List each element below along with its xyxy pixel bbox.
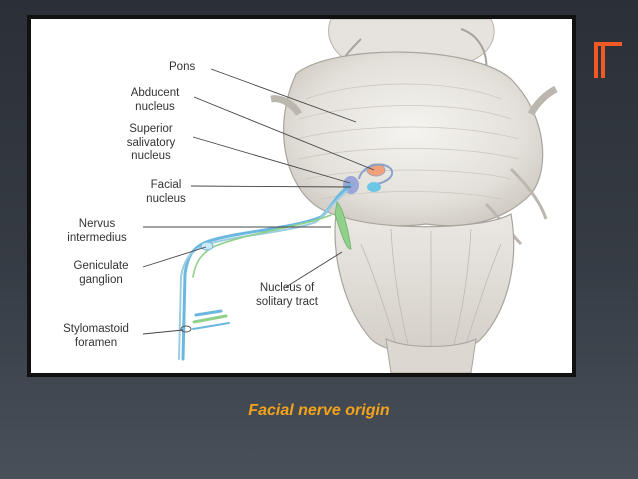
label-superior-salivatory-nucleus: Superior salivatory nucleus bbox=[126, 123, 176, 162]
accent-bar-right bbox=[601, 42, 605, 78]
anatomy-figure: Pons Abducent nucleus Superior salivator… bbox=[31, 19, 572, 373]
medulla-striations bbox=[360, 228, 502, 354]
trigeminal-root-right bbox=[527, 85, 558, 116]
brainstem-illustration bbox=[142, 19, 558, 373]
geniculate-ganglion-marker bbox=[200, 241, 214, 251]
trigeminal-root-left bbox=[270, 95, 303, 116]
facial-nucleus bbox=[367, 182, 381, 192]
right-lateral-nerve bbox=[509, 167, 548, 220]
pons-shape bbox=[283, 51, 544, 227]
leader-lines bbox=[142, 68, 375, 335]
nerve-branches bbox=[192, 309, 230, 330]
slide-caption: Facial nerve origin bbox=[248, 402, 390, 419]
spinal-cord bbox=[385, 338, 477, 373]
label-stylomastoid-foramen: Stylomastoid foramen bbox=[63, 323, 129, 349]
solitary-tract-nucleus bbox=[334, 201, 352, 250]
label-abducent-nucleus: Abducent nucleus bbox=[130, 87, 180, 113]
accent-bar-left bbox=[594, 42, 598, 78]
facial-genu-loop bbox=[358, 163, 394, 186]
label-nucleus-of-solitary-tract: Nucleus of solitary tract bbox=[256, 282, 318, 308]
label-nervus-intermedius: Nervus intermedius bbox=[67, 218, 127, 244]
label-facial-nucleus: Facial nucleus bbox=[146, 179, 186, 205]
medulla-shape bbox=[334, 213, 515, 355]
accent-bar-cap bbox=[598, 42, 622, 46]
label-geniculate-ganglion: Geniculate ganglion bbox=[73, 260, 129, 286]
facial-nerve-path bbox=[178, 183, 353, 361]
label-pons: Pons bbox=[169, 61, 196, 73]
stylomastoid-marker bbox=[180, 325, 192, 333]
